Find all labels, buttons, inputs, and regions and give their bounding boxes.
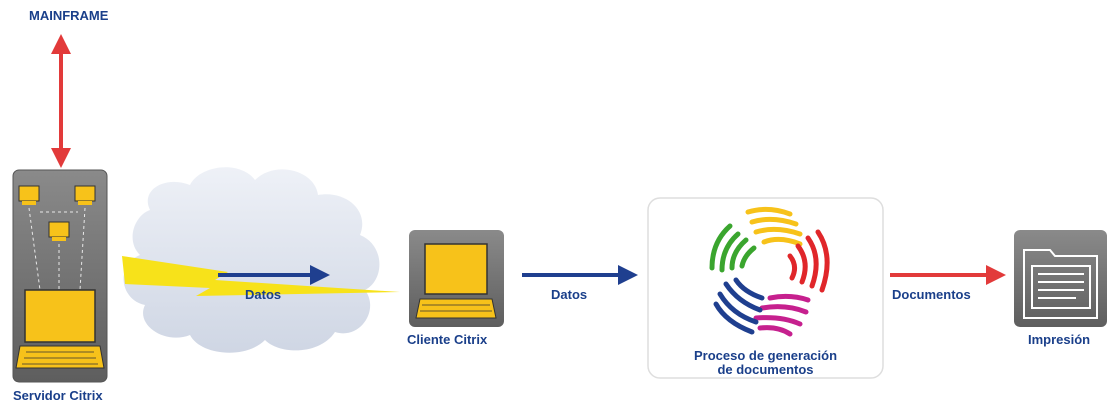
impresion-label: Impresión [1028,332,1091,347]
document-folder-icon [1014,230,1107,327]
documentos-label: Documentos [892,287,971,302]
proceso-label-line1: Proceso de generación [693,348,838,363]
datos-label-2: Datos [551,287,588,302]
datos-arrow-2 [522,265,638,285]
network-cloud-icon [123,167,380,353]
cliente-citrix-label: Cliente Citrix [407,332,488,347]
mainframe-link-arrow [51,34,71,168]
lightning-bolt-icon [122,256,400,296]
servidor-citrix-label: Servidor Citrix [13,388,103,403]
colorful-swirl-logo-icon [709,206,830,337]
server-rack-icon [12,169,108,383]
proceso-label-line2: de documentos [717,361,814,377]
mainframe-label: MAINFRAME [29,8,109,23]
datos-label-1: Datos [245,287,282,302]
monitor-icon [409,230,504,327]
documentos-arrow [890,265,1006,285]
datos-arrow-1 [218,265,330,285]
proceso-label: Proceso de generación de documentos [648,349,883,376]
